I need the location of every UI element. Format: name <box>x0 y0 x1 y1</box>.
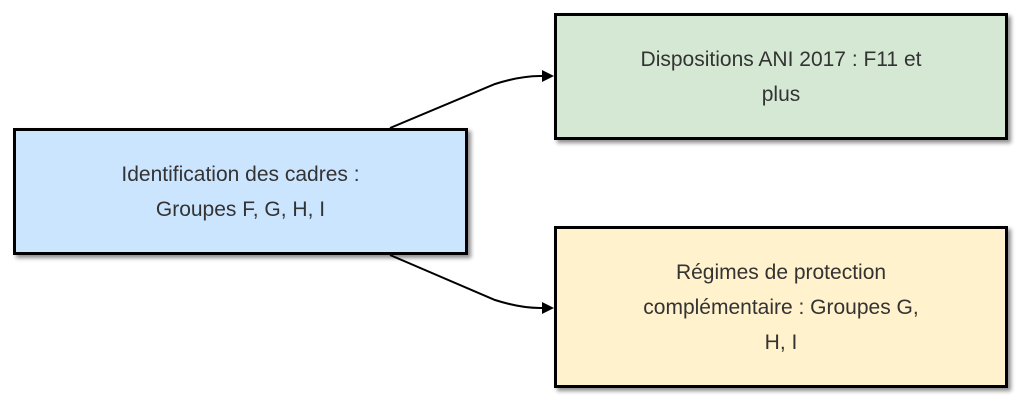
edge-identification-to-regimes <box>389 254 554 314</box>
dispositions-ani-label: Dispositions ANI 2017 : F11 et plus <box>640 47 922 106</box>
regimes-protection-label: Régimes de protection complémentaire : G… <box>643 260 919 354</box>
regimes-protection-node: Régimes de protection complémentaire : G… <box>554 226 1008 388</box>
dispositions-ani-node: Dispositions ANI 2017 : F11 et plus <box>554 13 1008 140</box>
identification-cadres-node: Identification des cadres : Groupes F, G… <box>13 128 468 255</box>
edge-identification-to-dispositions <box>389 70 554 129</box>
identification-cadres-label: Identification des cadres : Groupes F, G… <box>121 162 360 221</box>
